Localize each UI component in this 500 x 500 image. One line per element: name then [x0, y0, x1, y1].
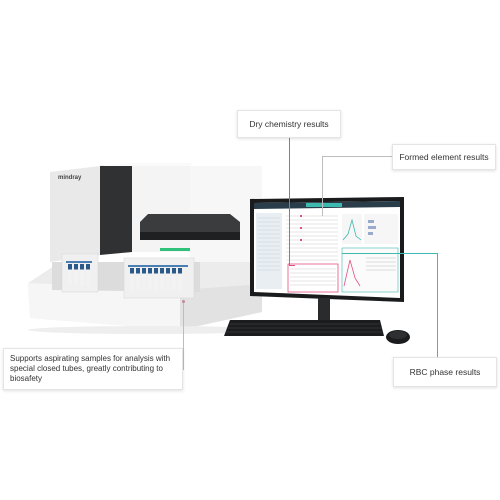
rbc-phase-connector: [342, 253, 437, 254]
sample-tube: [86, 264, 90, 286]
sample-tube: [130, 268, 134, 290]
sample-tube: [148, 268, 152, 290]
sample-tube: [178, 268, 182, 290]
rbc-phase-label: RBC phase results: [409, 366, 481, 377]
dry-chemistry-callout: Dry chemistry results: [237, 110, 341, 138]
rbc-phase-callout: RBC phase results: [393, 357, 497, 387]
formed-element-connector: [322, 156, 392, 157]
sample-tube: [68, 264, 72, 286]
dry-chemistry-label: Dry chemistry results: [249, 118, 329, 129]
sample-tube: [160, 268, 164, 290]
dry-chemistry-connector: [289, 265, 295, 266]
sample-tube: [142, 268, 146, 290]
sample-tube: [80, 264, 84, 286]
dry-chemistry-connector: [289, 137, 290, 265]
connector-dot: [182, 300, 185, 303]
brand-logo: mindray: [58, 175, 82, 181]
sample-tube: [154, 268, 158, 290]
formed-element-callout: Formed element results: [392, 144, 496, 170]
sample-tube: [172, 268, 176, 290]
formed-element-connector: [322, 156, 323, 216]
closed-tubes-label: Supports aspirating samples for analysis…: [10, 354, 171, 383]
sample-tube: [74, 264, 78, 286]
closed-tubes-callout: Supports aspirating samples for analysis…: [3, 348, 183, 390]
closed-tubes-connector: [183, 302, 184, 370]
sample-tube: [166, 268, 170, 290]
formed-element-label: Formed element results: [399, 151, 489, 162]
rbc-phase-connector: [437, 253, 438, 357]
sample-tube: [136, 268, 140, 290]
